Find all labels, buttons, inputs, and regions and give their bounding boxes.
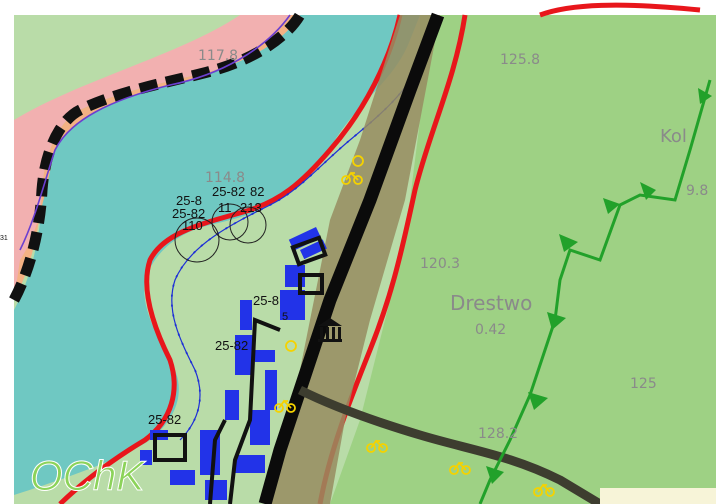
site-label: 5 [282, 311, 288, 323]
corner-place-label: Kol [660, 126, 687, 147]
site-label: 82 [250, 184, 264, 199]
site-label: 213 [240, 200, 262, 215]
bicycle-icon[interactable] [274, 155, 555, 497]
map-left-margin [0, 0, 14, 504]
spot-height-label: 128.2 [478, 426, 518, 442]
boundary-green-markers [486, 88, 712, 484]
village-number-label: 0.42 [475, 322, 506, 338]
boundary-red-west [58, 14, 403, 504]
site-label: 25-82 [148, 412, 181, 427]
boundary-green [478, 79, 712, 504]
trail-blue-solid [171, 59, 421, 441]
site-label: 25-82 [212, 184, 245, 199]
side-road [297, 385, 603, 504]
boundary-dashed-west [9, 11, 305, 303]
building-outlines [153, 235, 328, 504]
spot-height-label: 125.8 [500, 52, 540, 68]
boundary-red-top [539, 2, 701, 18]
site-label: 25-82 [172, 206, 205, 221]
lake-water [14, 15, 420, 495]
forest-zone [330, 15, 716, 504]
spot-height-label: 9.8 [686, 183, 708, 199]
spot-height-label: 120.3 [420, 256, 460, 272]
main-road [258, 12, 445, 504]
site-label: 25-82 [215, 338, 248, 353]
village-label: Drestwo [450, 291, 532, 315]
spot-height-label: 114.8 [205, 170, 245, 186]
map-inset-corner [600, 488, 716, 504]
edge-number-label: 31 [0, 235, 8, 242]
museum-icon[interactable] [318, 318, 342, 342]
site-label: 110 [182, 218, 203, 233]
zone-label: OChK [30, 452, 146, 499]
trail-purple [19, 14, 291, 251]
buffer-pink [14, 15, 300, 300]
site-label: 11 [218, 200, 232, 215]
spot-height-label: 125 [630, 376, 657, 392]
protected-site-circle[interactable] [174, 203, 267, 263]
site-label: 25-8 [253, 293, 279, 308]
site-label: 25-8 [176, 193, 202, 208]
map-top-margin [0, 0, 716, 15]
spot-height-label: 117.8 [198, 48, 238, 64]
